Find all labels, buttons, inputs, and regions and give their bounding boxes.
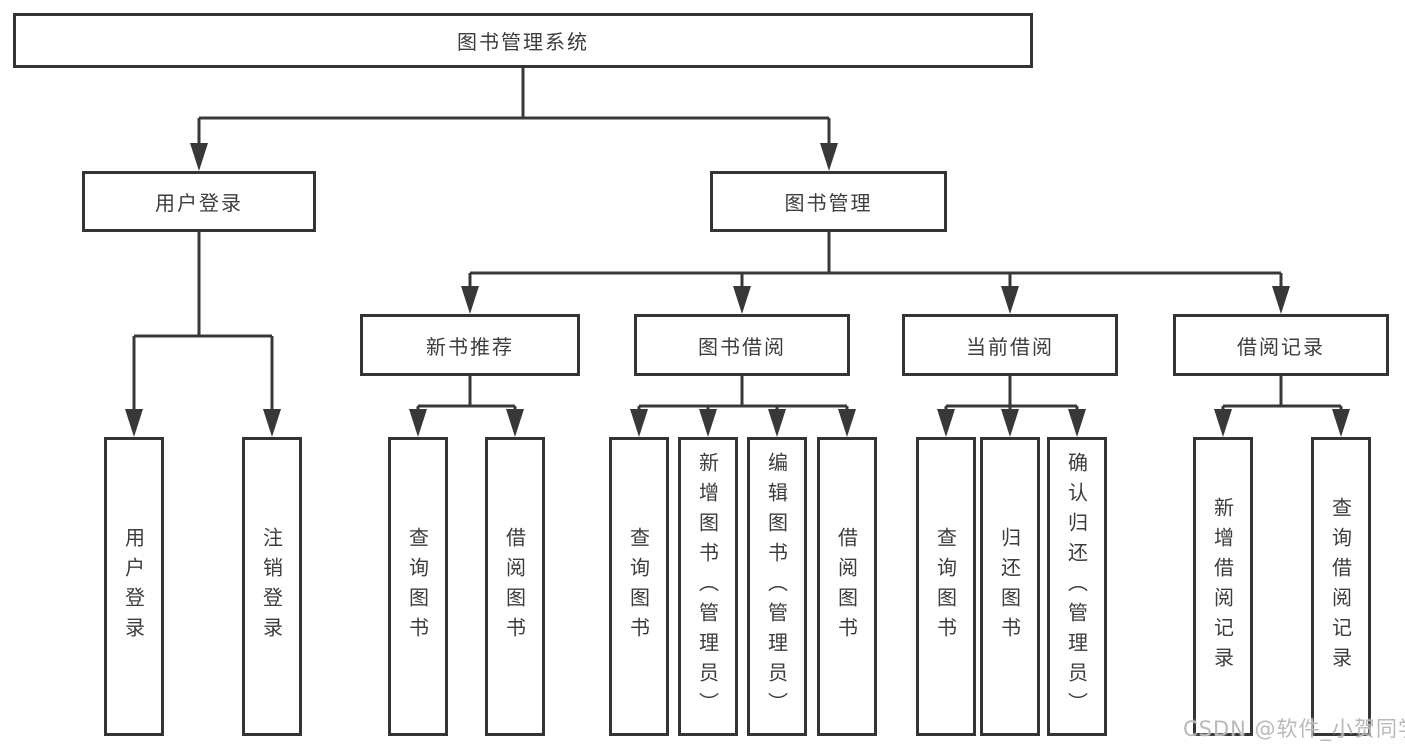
leaf-recommend-borrow-book-label: 借阅图书: [502, 526, 527, 647]
node-book-borrow-label: 图书借阅: [698, 334, 786, 359]
leaf-recommend-query-book-label: 查询图书: [405, 526, 430, 647]
connector-root-to-level2: [197, 68, 831, 144]
csdn-watermark: CSDN @软件_小贺同学: [1183, 717, 1405, 741]
node-new-book-recommend: 新书推荐: [360, 314, 580, 376]
node-current-borrow-label: 当前借阅: [966, 334, 1054, 359]
leaf-borrow-query-book: 查询图书: [609, 437, 669, 736]
arrowheads: [125, 143, 1350, 437]
connector-book-borrow-children: [637, 376, 849, 410]
leaf-return-book-label: 归还图书: [997, 526, 1022, 647]
leaf-recommend-query-book: 查询图书: [388, 437, 448, 736]
leaf-recommend-borrow-book: 借阅图书: [485, 437, 545, 736]
connector-user-login-children: [132, 232, 274, 410]
leaf-current-query-book: 查询图书: [916, 437, 976, 736]
node-library-system-label: 图书管理系统: [457, 30, 589, 54]
node-book-management-label: 图书管理: [784, 191, 873, 215]
connector-new-book-children: [416, 376, 517, 410]
connector-current-borrow-children: [944, 376, 1079, 410]
leaf-query-borrow-record: 查询借阅记录: [1311, 437, 1371, 736]
node-library-system: 图书管理系统: [13, 13, 1033, 68]
leaf-borrow-book: 借阅图书: [817, 437, 877, 736]
connector-book-management-children: [468, 232, 1283, 287]
node-user-login-label: 用户登录: [155, 191, 243, 215]
leaf-add-book-admin-label: 新增图书（管理员）: [695, 451, 720, 722]
leaf-confirm-return-admin: 确认归还（管理员）: [1047, 437, 1107, 736]
node-current-borrow: 当前借阅: [902, 314, 1118, 376]
node-new-book-recommend-label: 新书推荐: [426, 334, 514, 359]
node-user-login: 用户登录: [82, 171, 316, 232]
leaf-add-borrow-record: 新增借阅记录: [1193, 437, 1253, 736]
node-book-borrow: 图书借阅: [634, 314, 850, 376]
node-borrow-record-label: 借阅记录: [1237, 334, 1325, 359]
leaf-edit-book-admin: 编辑图书（管理员）: [747, 437, 807, 736]
leaf-logout: 注销登录: [242, 437, 302, 736]
leaf-user-login-label: 用户登录: [121, 526, 146, 647]
leaf-query-borrow-record-label: 查询借阅记录: [1328, 496, 1353, 677]
leaf-borrow-book-label: 借阅图书: [834, 526, 859, 647]
leaf-add-borrow-record-label: 新增借阅记录: [1210, 496, 1235, 677]
leaf-return-book: 归还图书: [980, 437, 1040, 736]
leaf-add-book-admin: 新增图书（管理员）: [678, 437, 738, 736]
node-borrow-record: 借阅记录: [1173, 314, 1389, 376]
leaf-borrow-query-book-label: 查询图书: [626, 526, 651, 647]
connector-borrow-record-children: [1221, 376, 1343, 410]
leaf-user-login: 用户登录: [104, 437, 164, 736]
leaf-current-query-book-label: 查询图书: [933, 526, 958, 647]
node-book-management: 图书管理: [710, 171, 947, 232]
leaf-confirm-return-admin-label: 确认归还（管理员）: [1064, 451, 1089, 722]
leaf-logout-label: 注销登录: [259, 526, 284, 647]
leaf-edit-book-admin-label: 编辑图书（管理员）: [764, 451, 789, 722]
